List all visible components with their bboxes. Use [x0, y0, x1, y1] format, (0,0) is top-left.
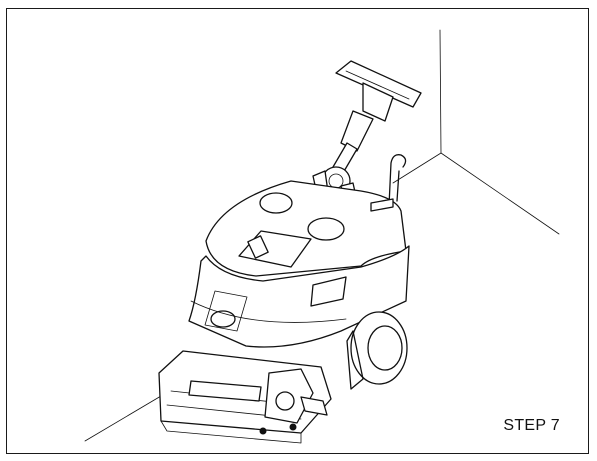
room-corner-lines	[84, 29, 560, 442]
machine-body	[188, 180, 410, 348]
hose-hook	[388, 154, 407, 207]
brush-deck	[158, 350, 332, 444]
rear-wheel	[346, 311, 408, 390]
figure-frame: STEP 7	[6, 8, 589, 454]
handle-assembly	[312, 60, 422, 206]
step-label: STEP 7	[503, 417, 560, 434]
floor-scrubber-illustration	[84, 29, 560, 444]
